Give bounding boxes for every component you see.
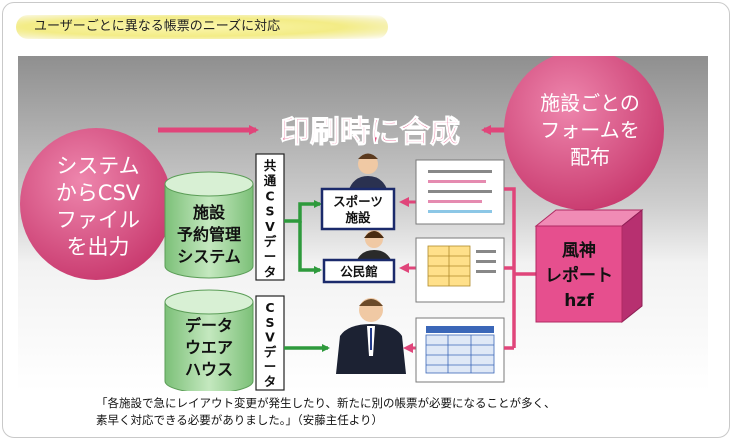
db-top-line-3: システム — [177, 247, 241, 266]
csv-bottom-char: V — [265, 330, 275, 345]
left-bubble-line-4: を出力 — [67, 235, 130, 259]
product-box-line-3: hzf — [564, 291, 594, 311]
caption-quote: 「各施設で急にレイアウト変更が発生したり、新たに別の帳票が必要になることが多く、… — [96, 395, 696, 429]
pink-connector — [504, 187, 536, 350]
caption-line-2: 素早く対応できる必要がありました。」（安藤主任より） — [96, 413, 384, 427]
left-bubble-line-1: システム — [56, 154, 139, 178]
db-top-line-1: 施設 — [193, 203, 226, 222]
header-highlight — [16, 15, 388, 39]
person-bottom-icon — [336, 298, 406, 374]
pink-form-arrows — [399, 197, 416, 353]
csv-top-char: 共 — [264, 158, 277, 173]
product-box-line-1: 風神 — [562, 240, 596, 261]
csv-bottom-char: C — [265, 300, 274, 315]
csv-top-char: ー — [264, 249, 277, 264]
db-bottom-line-3: ハウス — [185, 360, 233, 379]
right-bubble-line-3: 配布 — [570, 145, 610, 169]
page-title: ユーザーごとに異なる帳票のニーズに対応 — [34, 19, 281, 34]
csv-top-char: V — [265, 219, 275, 234]
diagram: 印刷時に合成 システム からCSV ファイル を出力 施設ごとの フォームを 配… — [18, 56, 708, 391]
csv-bottom-char: ー — [264, 359, 277, 374]
csv-bottom-char: S — [265, 315, 274, 330]
csv-top-char: C — [265, 188, 274, 203]
db-bottom-line-1: データ — [185, 316, 233, 335]
csv-top-char: タ — [264, 264, 277, 279]
headline-text: 印刷時に合成 — [280, 115, 460, 150]
csv-top-char: 通 — [264, 173, 277, 188]
csv-top-char: S — [265, 204, 274, 219]
left-bubble: システム からCSV ファイル を出力 — [20, 128, 172, 280]
form-doc-top — [415, 159, 505, 225]
db-bottom-line-2: ウエア — [185, 338, 233, 357]
green-arrows — [284, 200, 330, 352]
product-box: 風神 レポート hzf — [534, 208, 644, 324]
label-kominkan-text: 公民館 — [340, 264, 378, 279]
form-doc-middle — [415, 237, 505, 303]
right-bubble-line-1: 施設ごとの — [540, 91, 640, 115]
right-bubble-line-2: フォームを — [540, 118, 639, 142]
csv-bottom-char: デ — [264, 344, 277, 359]
caption-line-1: 「各施設で急にレイアウト変更が発生したり、新たに別の帳票が必要になることが多く、 — [96, 396, 556, 410]
product-box-line-2: レポート — [545, 265, 613, 286]
form-doc-bottom — [415, 317, 505, 383]
left-bubble-line-3: ファイル — [56, 208, 140, 232]
database-top: 施設 予約管理 システム — [164, 171, 254, 279]
label-kominkan: 公民館 — [322, 258, 396, 284]
label-sports-line-2: 施設 — [345, 210, 371, 225]
db-top-line-2: 予約管理 — [177, 225, 241, 244]
csv-top-char: デ — [264, 234, 277, 249]
left-bubble-line-2: からCSV — [56, 181, 141, 205]
label-sports-facility: スポーツ 施設 — [320, 187, 396, 231]
right-bubble: 施設ごとの フォームを 配布 — [504, 56, 664, 210]
csv-bottom-char: タ — [264, 374, 277, 389]
label-sports-line-1: スポーツ — [333, 194, 383, 209]
database-bottom: データ ウエア ハウス — [164, 289, 254, 391]
